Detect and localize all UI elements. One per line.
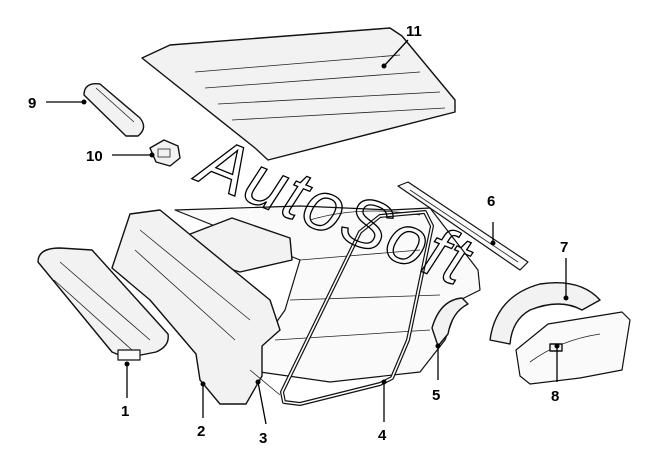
callout-8: 8 xyxy=(551,388,559,405)
part-8-side-panel xyxy=(515,311,631,385)
part-7-wheel-arch xyxy=(489,282,601,345)
part-3-seal-inner xyxy=(249,369,281,396)
callout-9: 9 xyxy=(28,95,36,112)
part-9-sun-visor xyxy=(83,83,145,137)
part-11-headliner xyxy=(141,27,456,161)
part-1-floor-mat xyxy=(37,247,169,361)
callout-10: 10 xyxy=(86,148,103,165)
callout-7: 7 xyxy=(560,239,568,256)
callout-6: 6 xyxy=(487,193,495,210)
callout-3: 3 xyxy=(259,430,267,447)
part-10-visor-clip xyxy=(149,139,181,167)
callout-5: 5 xyxy=(432,387,440,404)
part-5-arch-liner xyxy=(431,297,469,347)
part-6-sill-strip xyxy=(397,181,529,271)
part-4-door-seal xyxy=(280,210,434,406)
part-2-side-trim xyxy=(111,209,281,405)
callout-1: 1 xyxy=(121,403,129,420)
callout-2: 2 xyxy=(197,423,205,440)
callout-4: 4 xyxy=(378,427,387,444)
leader-lines xyxy=(46,39,569,425)
callout-11: 11 xyxy=(406,23,422,40)
